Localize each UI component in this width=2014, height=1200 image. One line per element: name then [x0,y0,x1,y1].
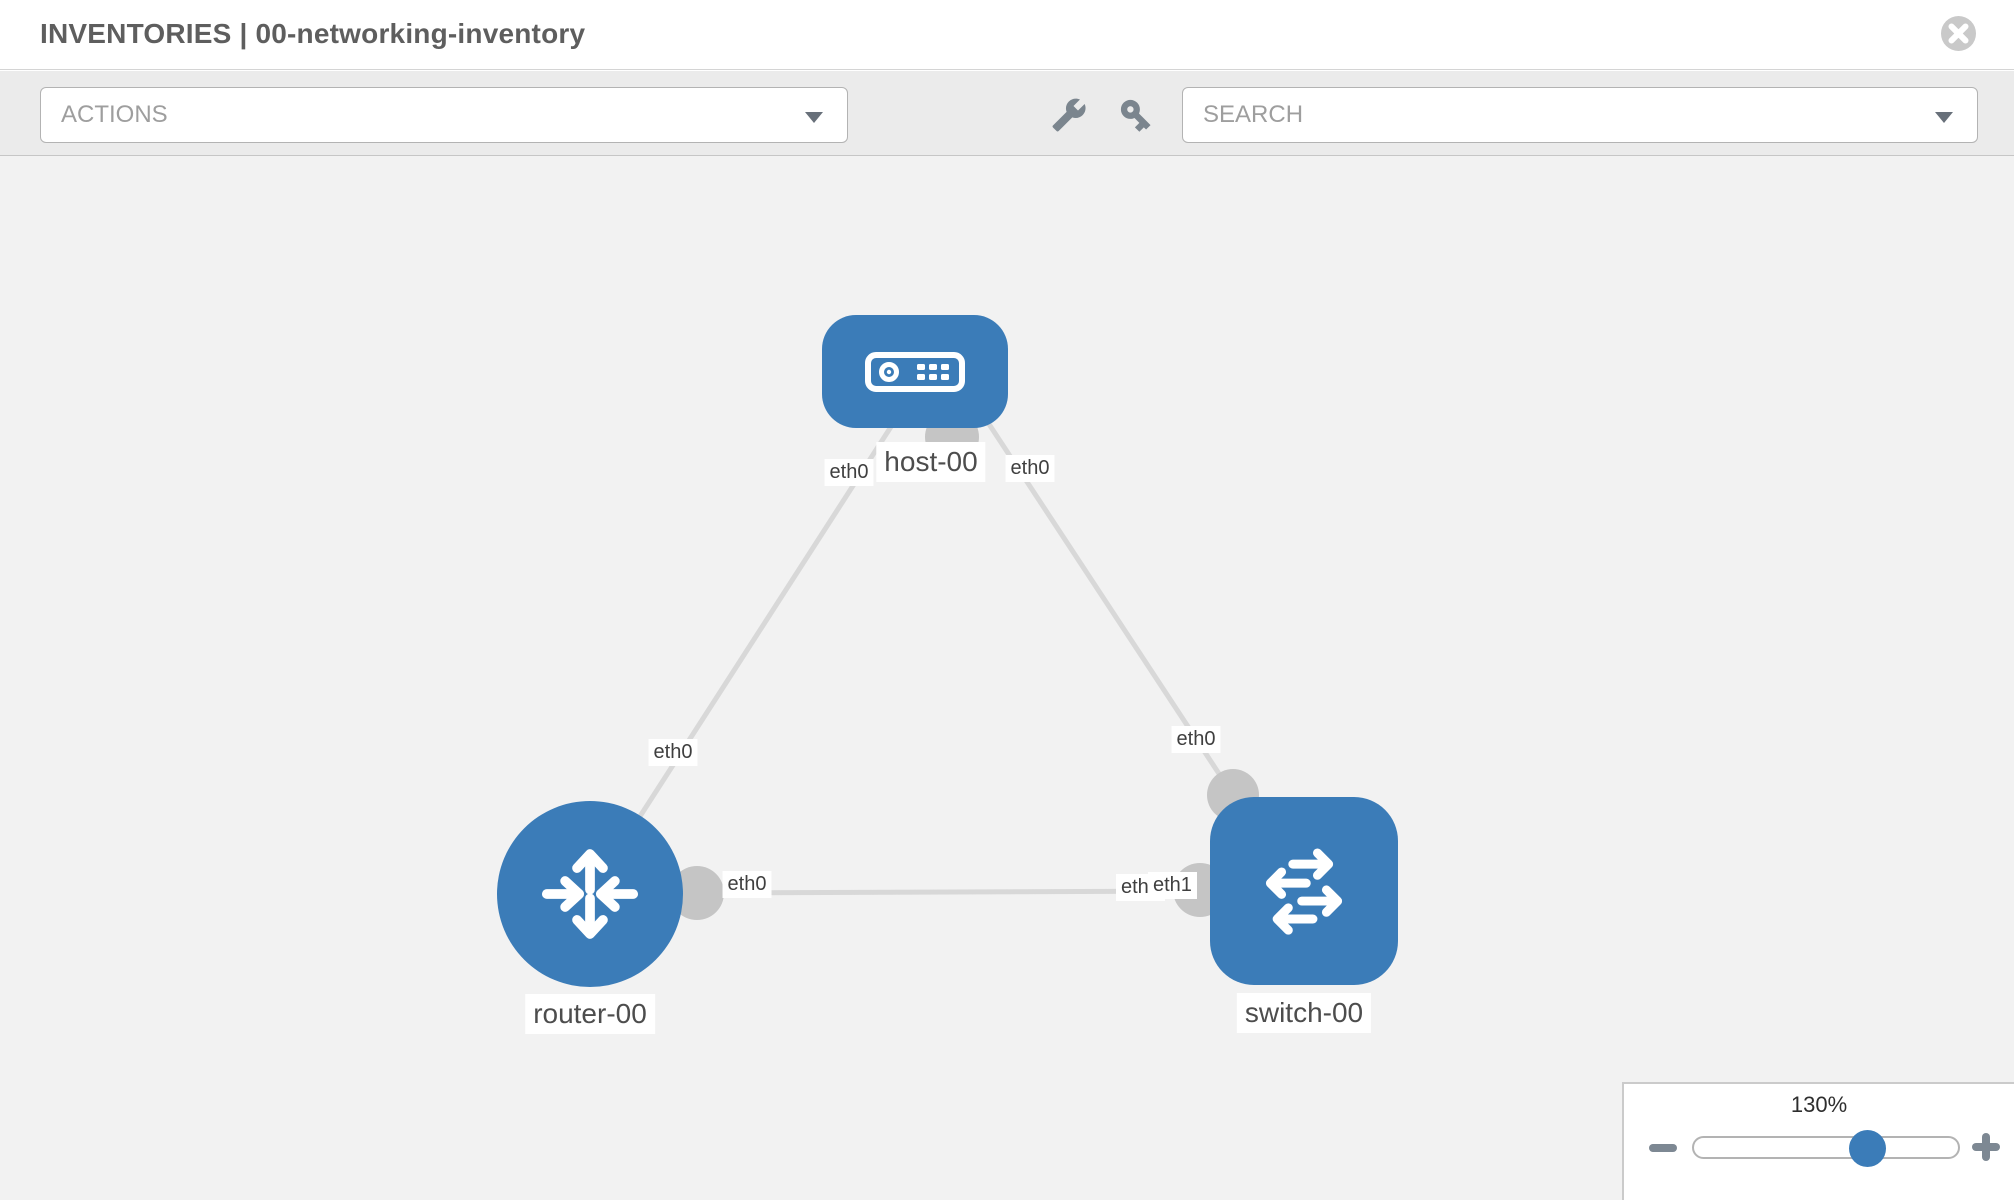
page-title: INVENTORIES | 00-networking-inventory [40,18,586,49]
node-host-00[interactable] [822,315,1008,428]
plus-icon [1972,1133,2000,1161]
link-host-switch[interactable] [957,378,1236,797]
interface-label: eth1 [1148,872,1197,899]
actions-dropdown[interactable]: ACTIONS [40,87,848,143]
router-icon [541,849,639,939]
zoom-slider-knob[interactable] [1849,1130,1886,1167]
zoom-slider[interactable] [1692,1130,1960,1167]
zoom-level: 130% [1790,1092,1848,1117]
host-icon [865,351,965,392]
wrench-icon [1052,98,1086,132]
key-icon [1120,99,1151,132]
zoom-out-button[interactable] [1648,1136,1678,1160]
node-label-host-00: host-00 [876,442,986,482]
node-label-router-00: router-00 [525,994,655,1034]
actions-dropdown-label: ACTIONS [61,101,168,128]
topology-edges [587,378,1236,896]
switch-icon [1265,848,1343,935]
node-router-00[interactable] [497,801,683,987]
search-placeholder: SEARCH [1203,101,1304,128]
close-button[interactable] [1940,15,1977,52]
topology-canvas[interactable]: host-00 router-00 switch-00 eth0 eth0 et… [0,156,2014,1200]
credentials-button[interactable] [1116,95,1156,135]
interface-label: eth0 [824,459,874,486]
caret-down-icon [1935,112,1953,123]
close-icon [1941,16,1976,51]
node-label-switch-00: switch-00 [1236,993,1372,1033]
minus-icon [1649,1144,1677,1152]
interface-label: eth0 [1005,455,1055,482]
zoom-in-button[interactable] [1971,1132,2001,1162]
toolbar: ACTIONS SEARCH [0,71,2014,156]
node-switch-00[interactable] [1210,797,1398,985]
zoom-panel: 130% [1622,1082,2014,1200]
interface-label: eth0 [648,739,698,766]
interface-label: eth0 [722,871,772,898]
link-router-host[interactable] [587,403,908,896]
configure-button[interactable] [1049,95,1089,135]
caret-down-icon [805,112,823,123]
panel-header: INVENTORIES | 00-networking-inventory [0,0,2014,70]
interface-label: eth0 [1171,726,1221,753]
search-dropdown[interactable]: SEARCH [1182,87,1978,143]
